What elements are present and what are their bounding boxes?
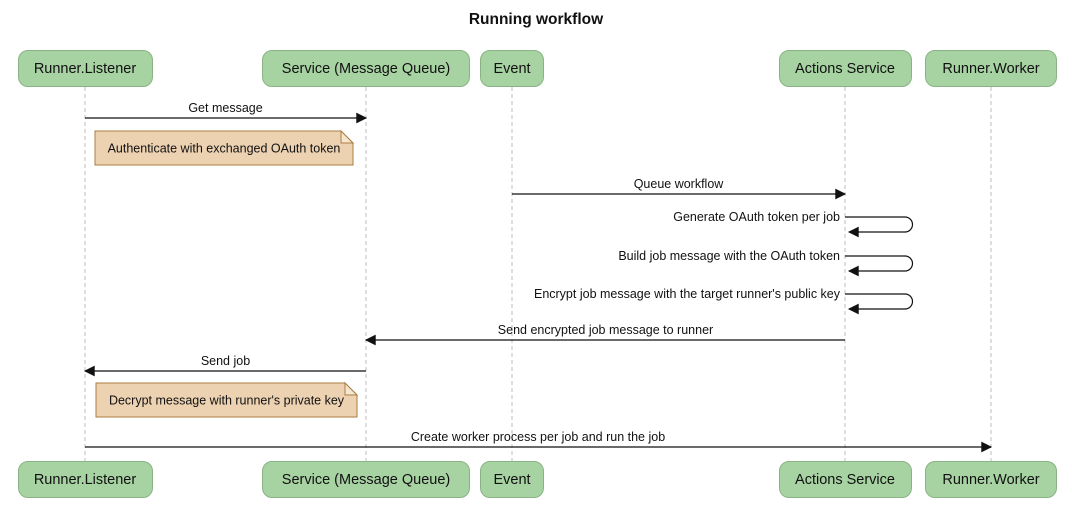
message-label-6: Send encrypted job message to runner xyxy=(498,323,713,337)
self-message-arrow-4 xyxy=(845,255,914,277)
actor-bottom-actions-service: Actions Service xyxy=(778,461,912,498)
actor-top-service-message-queue: Service (Message Queue) xyxy=(262,50,470,87)
self-message-arrow-3 xyxy=(845,216,914,238)
actor-bottom-service-message-queue: Service (Message Queue) xyxy=(262,461,470,498)
actor-top-runner-worker: Runner.Worker xyxy=(925,50,1057,87)
note-box-1 xyxy=(94,130,354,166)
note-fold-icon xyxy=(344,381,359,396)
actor-bottom-runner-worker: Runner.Worker xyxy=(925,461,1057,498)
self-message-label-4: Build job message with the OAuth token xyxy=(618,249,840,263)
actor-label: Event xyxy=(493,471,531,488)
actor-bottom-event: Event xyxy=(480,461,544,498)
actor-top-actions-service: Actions Service xyxy=(778,50,912,87)
actor-label: Runner.Listener xyxy=(33,471,137,488)
actor-label: Runner.Worker xyxy=(942,471,1040,488)
actor-label: Service (Message Queue) xyxy=(281,60,451,77)
actor-label: Actions Service xyxy=(795,471,895,488)
actor-top-runner-listener: Runner.Listener xyxy=(17,50,153,87)
note-label-1: Authenticate with exchanged OAuth token xyxy=(108,142,341,156)
message-label-2: Queue workflow xyxy=(634,177,725,191)
actor-label: Event xyxy=(493,60,531,77)
actor-bottom-runner-listener: Runner.Listener xyxy=(17,461,153,498)
diagram-title: Running workflow xyxy=(468,11,604,28)
actor-label: Service (Message Queue) xyxy=(281,471,451,488)
self-message-arrow-5 xyxy=(845,293,914,315)
actor-label: Runner.Worker xyxy=(942,60,1040,77)
note-label-8: Decrypt message with runner's private ke… xyxy=(109,394,345,408)
actor-top-event: Event xyxy=(480,50,544,87)
self-message-label-5: Encrypt job message with the target runn… xyxy=(534,287,841,301)
actor-label: Runner.Listener xyxy=(33,60,137,77)
note-fold-icon xyxy=(340,129,355,144)
message-label-0: Get message xyxy=(188,101,262,115)
actor-label: Actions Service xyxy=(795,60,895,77)
self-message-label-3: Generate OAuth token per job xyxy=(673,210,840,224)
note-box-8 xyxy=(95,382,358,418)
message-label-7: Send job xyxy=(201,354,250,368)
message-label-9: Create worker process per job and run th… xyxy=(411,430,665,444)
